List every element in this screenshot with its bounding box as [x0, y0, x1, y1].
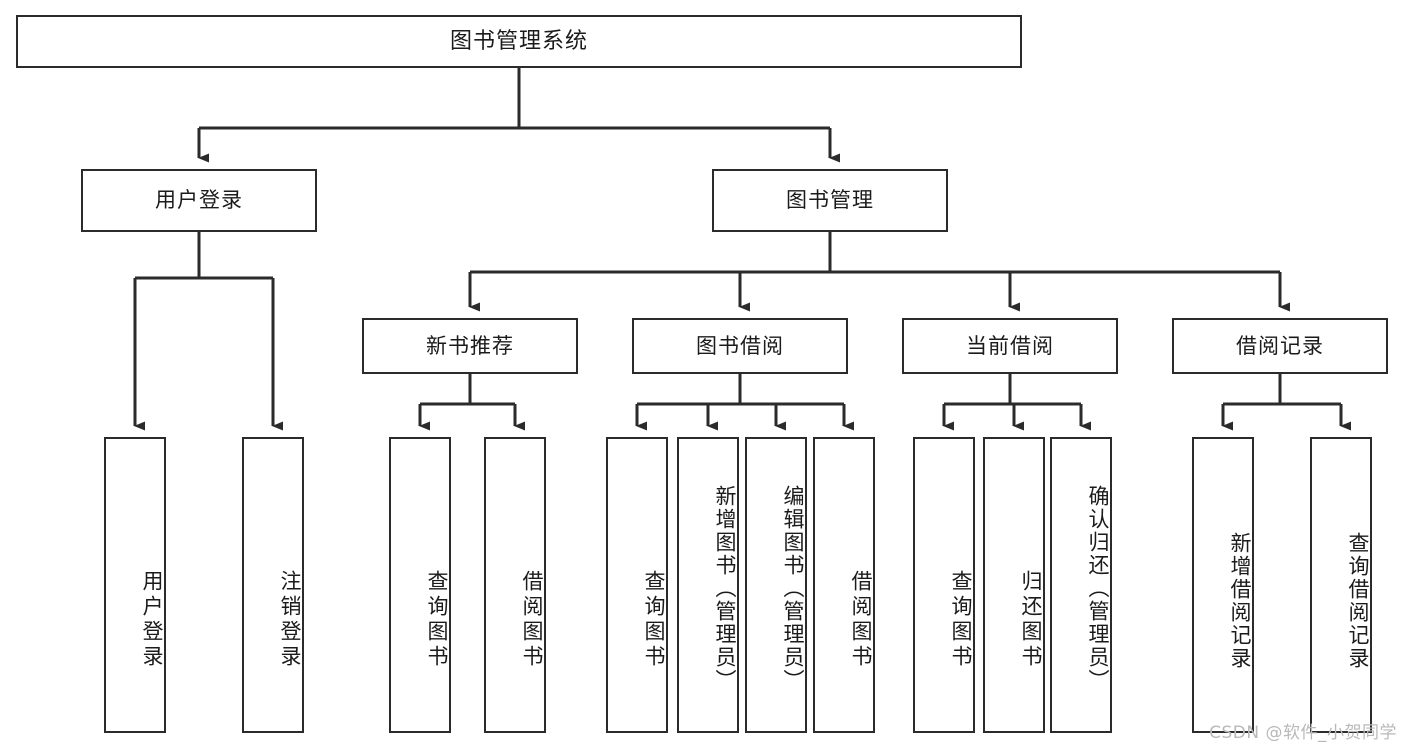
- node-leaf-user-login[interactable]: 用户登录: [104, 437, 166, 733]
- node-label: 借阅图书: [849, 570, 873, 670]
- node-current-borrow[interactable]: 当前借阅: [902, 318, 1118, 374]
- node-root-system[interactable]: 图书管理系统: [16, 15, 1022, 68]
- node-label: 图书借阅: [696, 333, 784, 358]
- node-leaf-add-book[interactable]: 新增图书（管理员）: [677, 437, 739, 733]
- node-label: 注销登录: [278, 570, 302, 670]
- node-label: 新书推荐: [426, 333, 514, 358]
- node-label: 查询图书: [642, 570, 666, 670]
- node-leaf-confirm-return[interactable]: 确认归还（管理员）: [1050, 437, 1112, 733]
- node-label: 图书管理: [786, 188, 874, 213]
- node-leaf-edit-book[interactable]: 编辑图书（管理员）: [745, 437, 807, 733]
- node-leaf-query-borrow-record[interactable]: 查询借阅记录: [1310, 437, 1372, 733]
- node-user-login[interactable]: 用户登录: [81, 169, 317, 232]
- node-label: 查询图书: [425, 570, 449, 670]
- node-leaf-user-logout[interactable]: 注销登录: [242, 437, 304, 733]
- node-label: 查询图书: [949, 570, 973, 670]
- node-label: 用户登录: [155, 188, 243, 213]
- node-label: 新增图书（管理员）: [713, 484, 737, 692]
- node-label: 归还图书: [1019, 570, 1043, 670]
- node-label: 查询借阅记录: [1346, 532, 1370, 670]
- node-book-manage[interactable]: 图书管理: [712, 169, 948, 232]
- node-leaf-return-book[interactable]: 归还图书: [983, 437, 1045, 733]
- node-label: 新增借阅记录: [1228, 532, 1252, 670]
- node-label: 确认归还（管理员）: [1086, 484, 1110, 692]
- node-label: 当前借阅: [966, 333, 1054, 358]
- node-label: 图书管理系统: [449, 28, 588, 54]
- node-label: 借阅图书: [520, 570, 544, 670]
- node-label: 借阅记录: [1236, 333, 1324, 358]
- node-leaf-add-borrow-record[interactable]: 新增借阅记录: [1192, 437, 1254, 733]
- node-label: 用户登录: [140, 570, 164, 670]
- node-new-book-recommend[interactable]: 新书推荐: [362, 318, 578, 374]
- node-leaf-borrow-book[interactable]: 借阅图书: [813, 437, 875, 733]
- node-label: 编辑图书（管理员）: [781, 484, 805, 692]
- node-leaf-query-book-recommend[interactable]: 查询图书: [389, 437, 451, 733]
- node-borrow-record[interactable]: 借阅记录: [1172, 318, 1388, 374]
- node-leaf-query-book-borrow[interactable]: 查询图书: [606, 437, 668, 733]
- node-book-borrow[interactable]: 图书借阅: [632, 318, 848, 374]
- node-leaf-query-book-current[interactable]: 查询图书: [913, 437, 975, 733]
- node-leaf-borrow-book-recommend[interactable]: 借阅图书: [484, 437, 546, 733]
- csdn-watermark: CSDN @软件_小贺同学: [1209, 723, 1397, 743]
